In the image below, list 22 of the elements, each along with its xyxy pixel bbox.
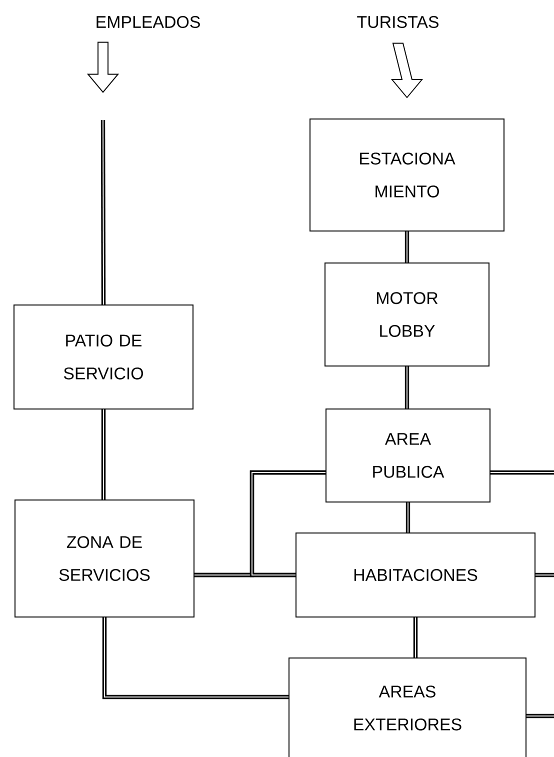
process-box: ZONA DE SERVICIOS — [14, 500, 194, 618]
connector-line — [101, 409, 106, 500]
heading-text: EMPLEADOS — [96, 16, 200, 28]
connector-line — [250, 470, 326, 578]
connector-line — [535, 572, 554, 578]
heading-text: TURISTAS — [357, 16, 438, 28]
process-box: AREA PUBLICA — [326, 408, 490, 502]
connector-line — [404, 231, 410, 263]
connector-line — [490, 470, 554, 475]
hollow-arrow — [390, 42, 424, 98]
connector-line — [526, 714, 554, 718]
connector-line — [406, 502, 410, 533]
hollow-arrow — [86, 42, 120, 93]
connector-line — [100, 120, 106, 305]
connector-line — [413, 617, 418, 658]
process-box: AREAS EXTERIORES — [288, 658, 526, 757]
process-box: MOTOR LOBBY — [324, 262, 490, 366]
connector-line — [404, 366, 410, 409]
process-box: HABITACIONES — [296, 532, 536, 618]
process-box: PATIO DE SERVICIO — [14, 304, 194, 410]
connector-line — [102, 617, 289, 700]
process-box: ESTACIONA MIENTO — [310, 118, 504, 232]
